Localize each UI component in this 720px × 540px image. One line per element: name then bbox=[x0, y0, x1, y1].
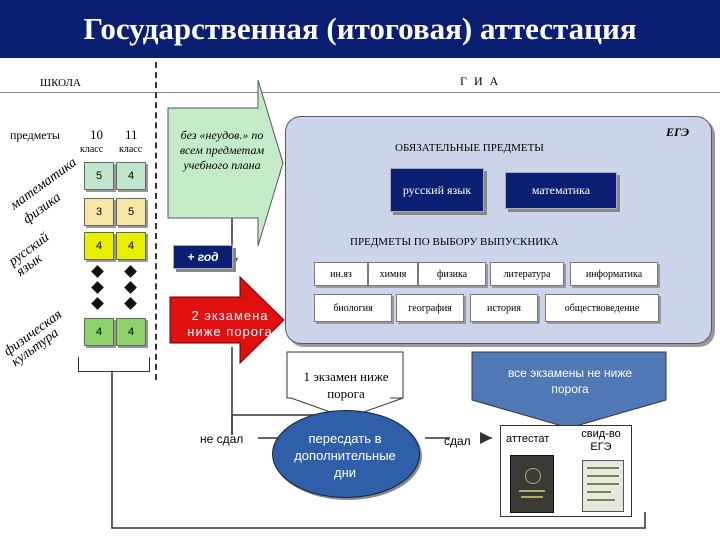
page-title: Государственная (итоговая) аттестация bbox=[0, 0, 720, 58]
gia-label: Г И А bbox=[460, 74, 501, 88]
passed-label: сдал bbox=[444, 434, 471, 448]
grade-cell-physics-10: 3 bbox=[84, 198, 114, 226]
school-gia-separator bbox=[155, 62, 157, 380]
not-passed-label: не сдал bbox=[200, 432, 244, 446]
elective-physics: физика bbox=[418, 262, 486, 286]
two-exams-text: 2 экзамена ниже порога bbox=[187, 308, 273, 339]
certificate-icon bbox=[510, 455, 554, 513]
proceed-arrow-shape bbox=[167, 79, 284, 247]
mandatory-header: ОБЯЗАТЕЛЬНЫЕ ПРЕДМЕТЫ bbox=[395, 142, 544, 154]
mandatory-math: математика bbox=[505, 172, 617, 209]
class-label-11: класс bbox=[119, 144, 143, 155]
mandatory-russian: русский язык bbox=[390, 168, 484, 212]
elective-ined: ин.яз bbox=[314, 262, 368, 286]
elective-chemistry: химия bbox=[368, 262, 418, 286]
all-exams-arrow-shape bbox=[471, 351, 667, 429]
grade-cell-russian-10: 4 bbox=[84, 232, 114, 260]
one-exam-arrow-shape bbox=[286, 351, 404, 419]
one-exam-text: 1 экзамен ниже порога bbox=[303, 369, 389, 401]
grade-cell-russian-11: 4 bbox=[116, 232, 146, 260]
grade-11-header: 11 bbox=[125, 127, 138, 142]
grade-cell-pe-11: 4 bbox=[116, 318, 146, 346]
certificate-label: аттестат bbox=[506, 433, 550, 445]
ege-label: ЕГЭ bbox=[666, 125, 690, 139]
ege-certificate-icon bbox=[582, 460, 624, 512]
elective-header: ПРЕДМЕТЫ ПО ВЫБОРУ ВЫПУСКНИКА bbox=[350, 236, 559, 248]
proceed-arrow-text: без «неудов.» по всем предметам учебного… bbox=[179, 128, 265, 172]
plus-year-box: + год bbox=[173, 245, 233, 269]
elective-biology: биология bbox=[314, 294, 392, 322]
elective-literature: литература bbox=[490, 262, 564, 286]
subjects-header: предметы bbox=[10, 128, 60, 142]
class-label-10: класс bbox=[80, 144, 104, 155]
grade-cell-physics-11: 5 bbox=[116, 198, 146, 226]
all-exams-text: все экзамены не ниже порога bbox=[507, 366, 633, 396]
retake-ellipse bbox=[272, 410, 420, 498]
school-label: ШКОЛА bbox=[40, 77, 81, 89]
two-exams-arrow-shape bbox=[169, 275, 285, 365]
ege-cert-label: свид-во ЕГЭ bbox=[581, 428, 621, 453]
grade-cell-pe-10: 4 bbox=[84, 318, 114, 346]
elective-social-studies: обществоведение bbox=[545, 294, 659, 322]
grade-cell-math-10: 5 bbox=[84, 162, 114, 190]
grade-10-header: 10 bbox=[90, 127, 103, 142]
retake-text: пересдать в дополнительные дни bbox=[294, 431, 396, 480]
elective-history: история bbox=[470, 294, 538, 322]
elective-informatics: информатика bbox=[570, 262, 658, 286]
grade-cell-math-11: 4 bbox=[116, 162, 146, 190]
elective-geography: география bbox=[396, 294, 464, 322]
school-bracket bbox=[78, 357, 150, 372]
header-divider bbox=[0, 92, 720, 93]
